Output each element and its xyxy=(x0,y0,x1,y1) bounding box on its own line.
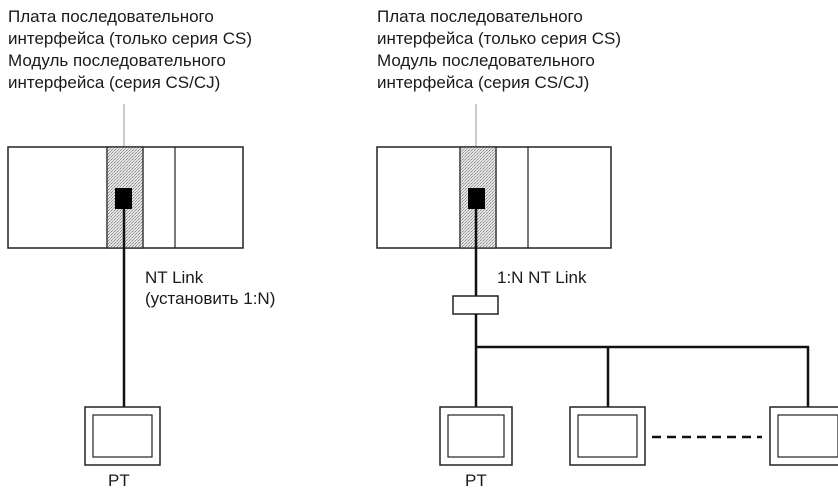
left-link-label-2: (установить 1:N) xyxy=(145,289,275,308)
left-pt-label: PT xyxy=(108,471,130,490)
right-pt-label: PT xyxy=(465,471,487,490)
left-title-line-2: интерфейса (только серия CS) xyxy=(8,29,253,48)
right-link-label: 1:N NT Link xyxy=(497,268,587,287)
left-diagram: NT Link (установить 1:N) PT xyxy=(7,104,275,490)
link-adapter xyxy=(452,295,499,315)
right-title: Плата последовательного интерфейса (толь… xyxy=(377,6,621,94)
left-title-line-4: интерфейса (серия CS/CJ) xyxy=(8,73,221,92)
left-title-line-3: Модуль последовательного xyxy=(8,51,226,70)
left-plc-rack xyxy=(7,146,244,249)
right-plc-rack xyxy=(376,146,612,249)
distribution-bus xyxy=(474,314,810,407)
right-title-line-2: интерфейса (только серия CS) xyxy=(377,29,622,48)
right-pt-terminal-n xyxy=(769,406,838,466)
left-pt-screen xyxy=(92,414,153,458)
right-title-line-4: интерфейса (серия CS/CJ) xyxy=(377,73,590,92)
left-title: Плата последовательного интерфейса (толь… xyxy=(8,6,252,94)
right-title-line-1: Плата последовательного xyxy=(377,7,583,26)
right-pt-terminal-2 xyxy=(569,406,646,466)
right-port-connector xyxy=(468,188,485,209)
left-port-connector xyxy=(115,188,132,209)
left-title-line-1: Плата последовательного xyxy=(8,7,214,26)
right-diagram: 1:N NT Link PT xyxy=(376,104,838,490)
right-pt-terminal-1 xyxy=(439,406,513,466)
left-link-label-1: NT Link xyxy=(145,268,204,287)
right-title-line-3: Модуль последовательного xyxy=(377,51,595,70)
left-pt-terminal xyxy=(84,406,161,466)
